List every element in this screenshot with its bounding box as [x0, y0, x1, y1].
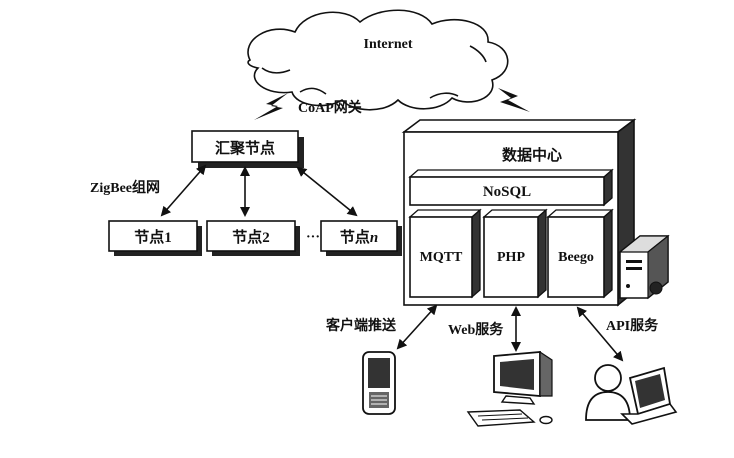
link-sink-noden	[296, 166, 358, 217]
mqtt-label: MQTT	[420, 250, 463, 265]
api-service-label: API服务	[606, 317, 659, 334]
nosql-box	[408, 168, 614, 207]
node-n	[320, 220, 402, 256]
lightning-icon	[254, 93, 288, 120]
beego-box	[546, 208, 614, 299]
client-push-arrow	[396, 304, 438, 350]
node-2-label: 节点2	[232, 228, 270, 246]
server-icon	[618, 234, 670, 300]
desktop-icon	[466, 350, 553, 427]
client-push-label: 客户端推送	[325, 317, 397, 334]
zigbee-label: ZigBee组网	[90, 179, 160, 196]
api-service-arrow	[576, 306, 624, 362]
lightning-icon	[498, 88, 530, 112]
web-service-label: Web服务	[448, 321, 504, 338]
data-center-title: 数据中心	[502, 146, 562, 164]
php-box	[482, 208, 548, 299]
node-2	[206, 220, 300, 256]
mqtt-box	[408, 208, 482, 299]
sink-node	[191, 130, 304, 168]
phone-icon	[362, 351, 396, 415]
coap-gateway-label: CoAP网关	[298, 99, 362, 116]
node-1-label: 节点1	[134, 228, 172, 246]
php-label: PHP	[497, 250, 525, 265]
user-laptop-icon	[585, 364, 678, 425]
sink-node-label: 汇聚节点	[215, 139, 275, 157]
internet-label: Internet	[364, 37, 413, 52]
beego-label: Beego	[558, 250, 594, 265]
link-sink-node1	[160, 164, 207, 217]
node-1	[108, 220, 202, 256]
ellipsis: ···	[306, 230, 320, 245]
node-n-label: 节点n	[340, 228, 378, 246]
nosql-label: NoSQL	[483, 184, 531, 200]
cloud-icon	[247, 9, 509, 111]
